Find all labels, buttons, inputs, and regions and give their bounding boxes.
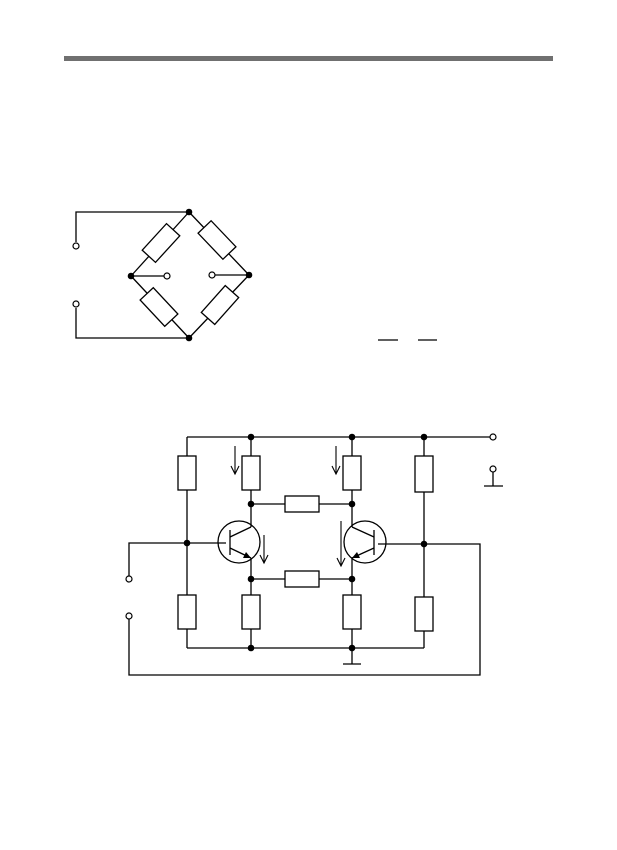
resistor-top-1 [177, 455, 197, 491]
bridge-resistor-top-left [141, 222, 181, 264]
resistor-horizontal-lower [284, 570, 320, 588]
bridge-terminals [72, 242, 216, 308]
bridge-nodes [127, 208, 253, 342]
current-arrows [230, 446, 346, 568]
resistor-horizontal-upper [284, 495, 320, 513]
bridge-resistor-top-right [197, 219, 237, 261]
circuit-terminals [125, 433, 497, 620]
supply-rail [186, 436, 490, 456]
resistor-top-2 [241, 455, 261, 491]
circuit-wires [128, 472, 503, 676]
resistor-bottom-4 [414, 596, 434, 632]
transistor-left [217, 520, 261, 564]
bridge-resistor-bottom-right [200, 284, 240, 326]
bridge-wires [75, 211, 250, 339]
transistor-right [343, 520, 387, 564]
circuit-nodes [183, 433, 428, 652]
resistor-top-3 [342, 455, 362, 491]
header-rule [64, 56, 553, 61]
resistor-bottom-3 [342, 594, 362, 630]
resistor-top-4 [414, 455, 434, 493]
bridge-resistor-bottom-left [139, 286, 179, 328]
resistor-bottom-2 [241, 594, 261, 630]
resistor-bottom-1 [177, 594, 197, 630]
